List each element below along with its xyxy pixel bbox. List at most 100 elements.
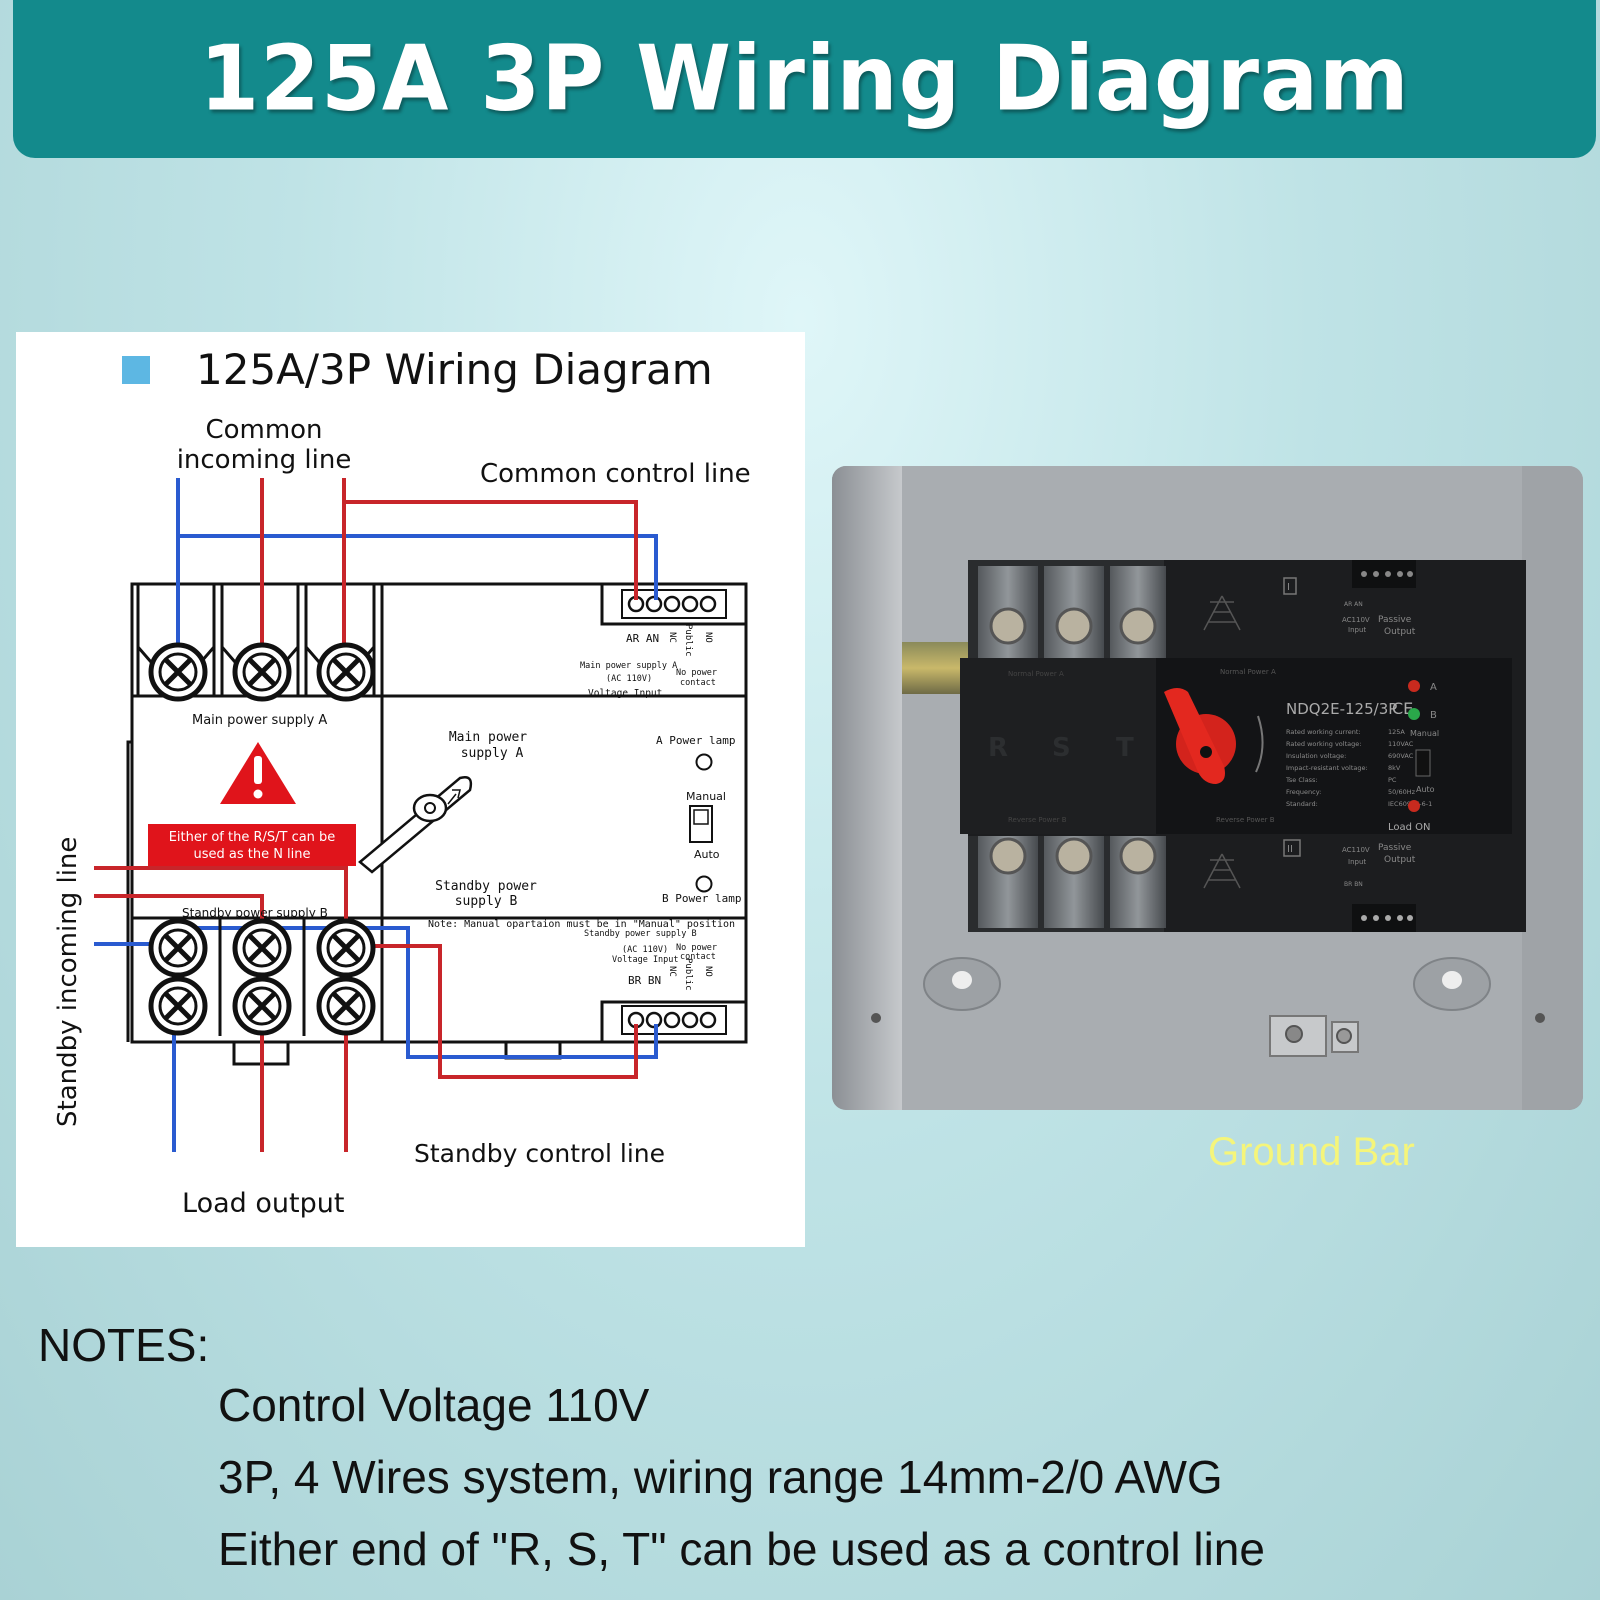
common-incoming-line-label-2: incoming line [177,445,352,475]
standby-control-line-label: Standby control line [414,1139,665,1168]
common-control-wire [344,500,638,600]
svg-text:Main power: Main power [449,730,527,745]
wiring-diagram-panel: 125A/3P Wiring Diagram Common incoming l… [16,332,805,1247]
svg-text:NC: NC [667,966,677,977]
svg-text:Manual: Manual [686,790,726,803]
svg-text:contact: contact [680,678,716,688]
svg-text:Note: Manual opartaion must be: Note: Manual opartaion must be in "Manua… [428,919,735,930]
red-handle-icon [1164,688,1236,784]
indicator-b-lamp [1408,708,1420,720]
heading-square-icon [122,356,150,384]
warning-icon [220,742,296,804]
load-on-lamp [1408,800,1420,812]
svg-text:B: B [1430,710,1437,721]
page-title: 125A 3P Wiring Diagram [199,26,1410,132]
standby-control-wire [346,944,638,1079]
svg-text:AR AN: AR AN [1344,601,1363,608]
svg-text:125A: 125A [1388,728,1405,736]
wires [94,478,658,1152]
common-incoming-line-label-1: Common [205,415,322,445]
svg-text:Rated working current:: Rated working current: [1286,728,1361,736]
wiring-diagram: 125A/3P Wiring Diagram Common incoming l… [53,345,751,1219]
svg-text:No power: No power [676,668,717,678]
svg-text:Input: Input [1348,858,1366,866]
svg-text:AC110V: AC110V [1342,616,1370,624]
title-banner: 125A 3P Wiring Diagram [13,0,1596,158]
top-terminal-screws [151,645,373,699]
svg-text:Normal Power A: Normal Power A [1220,668,1276,676]
svg-text:NC: NC [667,632,677,643]
svg-text:Public: Public [683,624,693,657]
svg-text:Load ON: Load ON [1388,822,1431,833]
svg-text:Normal Power A: Normal Power A [1008,670,1064,678]
top-control-terminal: AR AN NC Public NO Main power supply A (… [580,589,727,699]
svg-text:supply B: supply B [455,894,518,909]
svg-text:A: A [1430,682,1437,693]
svg-text:Passive: Passive [1378,615,1412,625]
svg-text:Main power supply A: Main power supply A [580,661,677,671]
transmission-tower-icon [1203,595,1241,631]
svg-text:A Power lamp: A Power lamp [656,734,735,747]
svg-text:(AC 110V): (AC 110V) [606,674,652,684]
svg-text:Frequency:: Frequency: [1286,788,1321,796]
svg-text:Standby power supply B: Standby power supply B [584,929,697,939]
svg-text:Output: Output [1384,855,1416,865]
svg-text:Standby power: Standby power [435,879,537,894]
standby-incoming-line-label: Standby incoming line [53,837,83,1127]
manual-handle-icon [358,776,473,874]
note-item: Either end of "R, S, T" can be used as a… [218,1523,1265,1575]
svg-text:Auto: Auto [1416,785,1435,794]
svg-text:690VAC: 690VAC [1388,752,1414,760]
bottom-phase-terminals [978,836,1166,928]
ground-bar [1269,1015,1359,1057]
standby-power-supply-b-label: Standby power supply B [182,906,328,920]
svg-text:BR BN: BR BN [1344,881,1363,888]
svg-text:PC: PC [1388,776,1397,784]
a-power-lamp-icon [695,753,713,771]
note-item: Control Voltage 110V [218,1379,650,1431]
svg-text:Either of the R/S/T can be: Either of the R/S/T can be [169,830,336,845]
svg-text:Output: Output [1384,627,1416,637]
svg-text:AR AN: AR AN [626,632,659,645]
svg-text:No power: No power [676,943,717,953]
note-item: 3P, 4 Wires system, wiring range 14mm-2/… [218,1451,1223,1503]
load-output-label: Load output [182,1188,344,1219]
main-power-supply-a-label: Main power supply A [192,713,327,728]
svg-text:Voltage Input: Voltage Input [612,955,679,965]
svg-text:NO: NO [703,966,713,977]
svg-text:II: II [1287,844,1293,855]
svg-text:Auto: Auto [694,848,720,861]
top-phase-terminals [978,566,1166,658]
bottom-terminal-screws [151,921,373,1033]
device-photo-illustration: Normal Power A Reverse Power B R S T Nor… [832,466,1583,1110]
svg-text:(AC 110V): (AC 110V) [622,945,668,955]
device-photo: Normal Power A Reverse Power B R S T Nor… [832,466,1583,1110]
svg-text:Rated working voltage:: Rated working voltage: [1286,740,1361,748]
transmission-tower-icon-2 [1203,853,1241,889]
svg-text:Voltage Input: Voltage Input [588,688,662,699]
svg-text:Insulation voltage:: Insulation voltage: [1286,752,1346,760]
svg-text:used as the N line: used as the N line [193,847,310,862]
diagram-heading: 125A/3P Wiring Diagram [196,345,713,394]
mode-switch [1415,749,1431,777]
svg-text:NO: NO [703,632,713,643]
svg-text:Reverse Power B: Reverse Power B [1216,816,1275,824]
svg-text:Reverse Power B: Reverse Power B [1008,816,1067,824]
svg-text:110VAC: 110VAC [1388,740,1414,748]
svg-text:Impact-resistant voltage:: Impact-resistant voltage: [1286,764,1368,772]
notes-title: NOTES: [38,1319,210,1371]
svg-text:Manual: Manual [1410,729,1439,738]
svg-text:B Power lamp: B Power lamp [662,892,741,905]
bottom-control-terminal: Standby power supply B (AC 110V) Voltage… [584,929,727,1035]
svg-text:Standard:: Standard: [1286,800,1318,808]
svg-text:Tse Class:: Tse Class: [1285,776,1318,784]
svg-text:R: R [988,733,1008,763]
svg-text:BR BN: BR BN [628,974,661,987]
ground-bar-label: Ground Bar [1208,1130,1415,1174]
indicator-a-lamp [1408,680,1420,692]
rotation-arrow-icon [1255,715,1264,773]
svg-text:AC110V: AC110V [1342,846,1370,854]
svg-text:8kV: 8kV [1388,764,1401,772]
svg-text:Input: Input [1348,626,1366,634]
svg-text:Public: Public [683,958,693,991]
